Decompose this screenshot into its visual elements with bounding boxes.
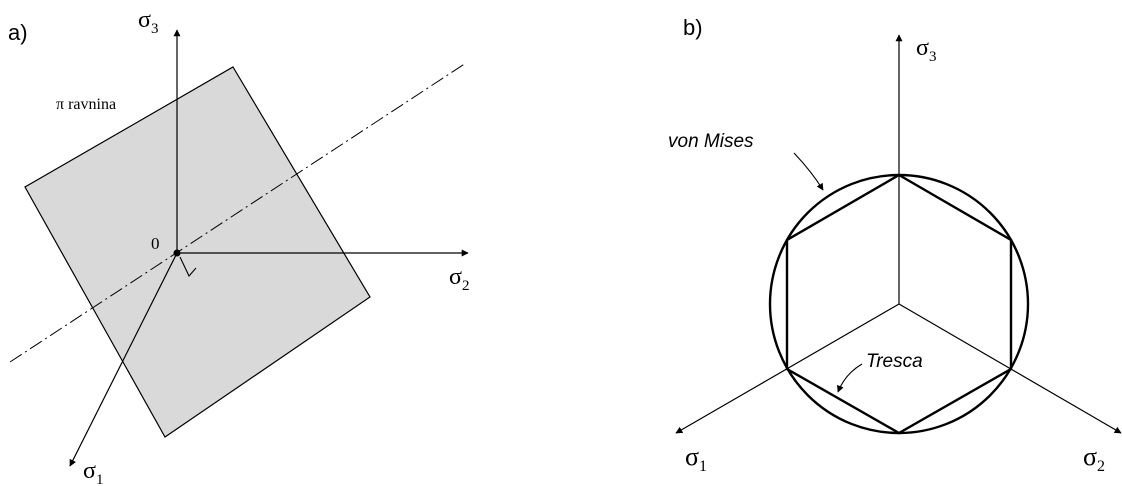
sigma1-axis (69, 252, 178, 467)
von-mises-label: von Mises (668, 131, 754, 152)
hydrostatic-axis (9, 62, 467, 363)
sigma3-label-b: σ3 (916, 35, 936, 65)
tresca-label: Tresca (866, 351, 923, 372)
sigma1-label-b: σ1 (685, 442, 707, 475)
origin-point (173, 249, 181, 257)
von-mises-leader (793, 152, 824, 191)
panel-a: a) 0 π ravnina σ3 σ2 σ1 (8, 7, 469, 486)
tresca-hexagon (785, 173, 1013, 435)
sigma2-label-b: σ2 (1083, 442, 1105, 475)
origin-label: 0 (151, 234, 160, 253)
sigma2-label-a: σ2 (449, 264, 469, 294)
sigma3-label-a: σ3 (138, 7, 158, 37)
panel-b: b) von Mises Tresca σ3 σ1 σ2 (668, 15, 1122, 475)
right-angle-mark (179, 256, 197, 277)
panel-a-label: a) (8, 20, 28, 45)
pi-plane (24, 66, 371, 438)
tresca-leader (837, 363, 863, 393)
panel-b-label: b) (683, 15, 703, 40)
pi-plane-label: π ravnina (56, 96, 116, 113)
sigma1-label-a: σ1 (83, 458, 103, 486)
